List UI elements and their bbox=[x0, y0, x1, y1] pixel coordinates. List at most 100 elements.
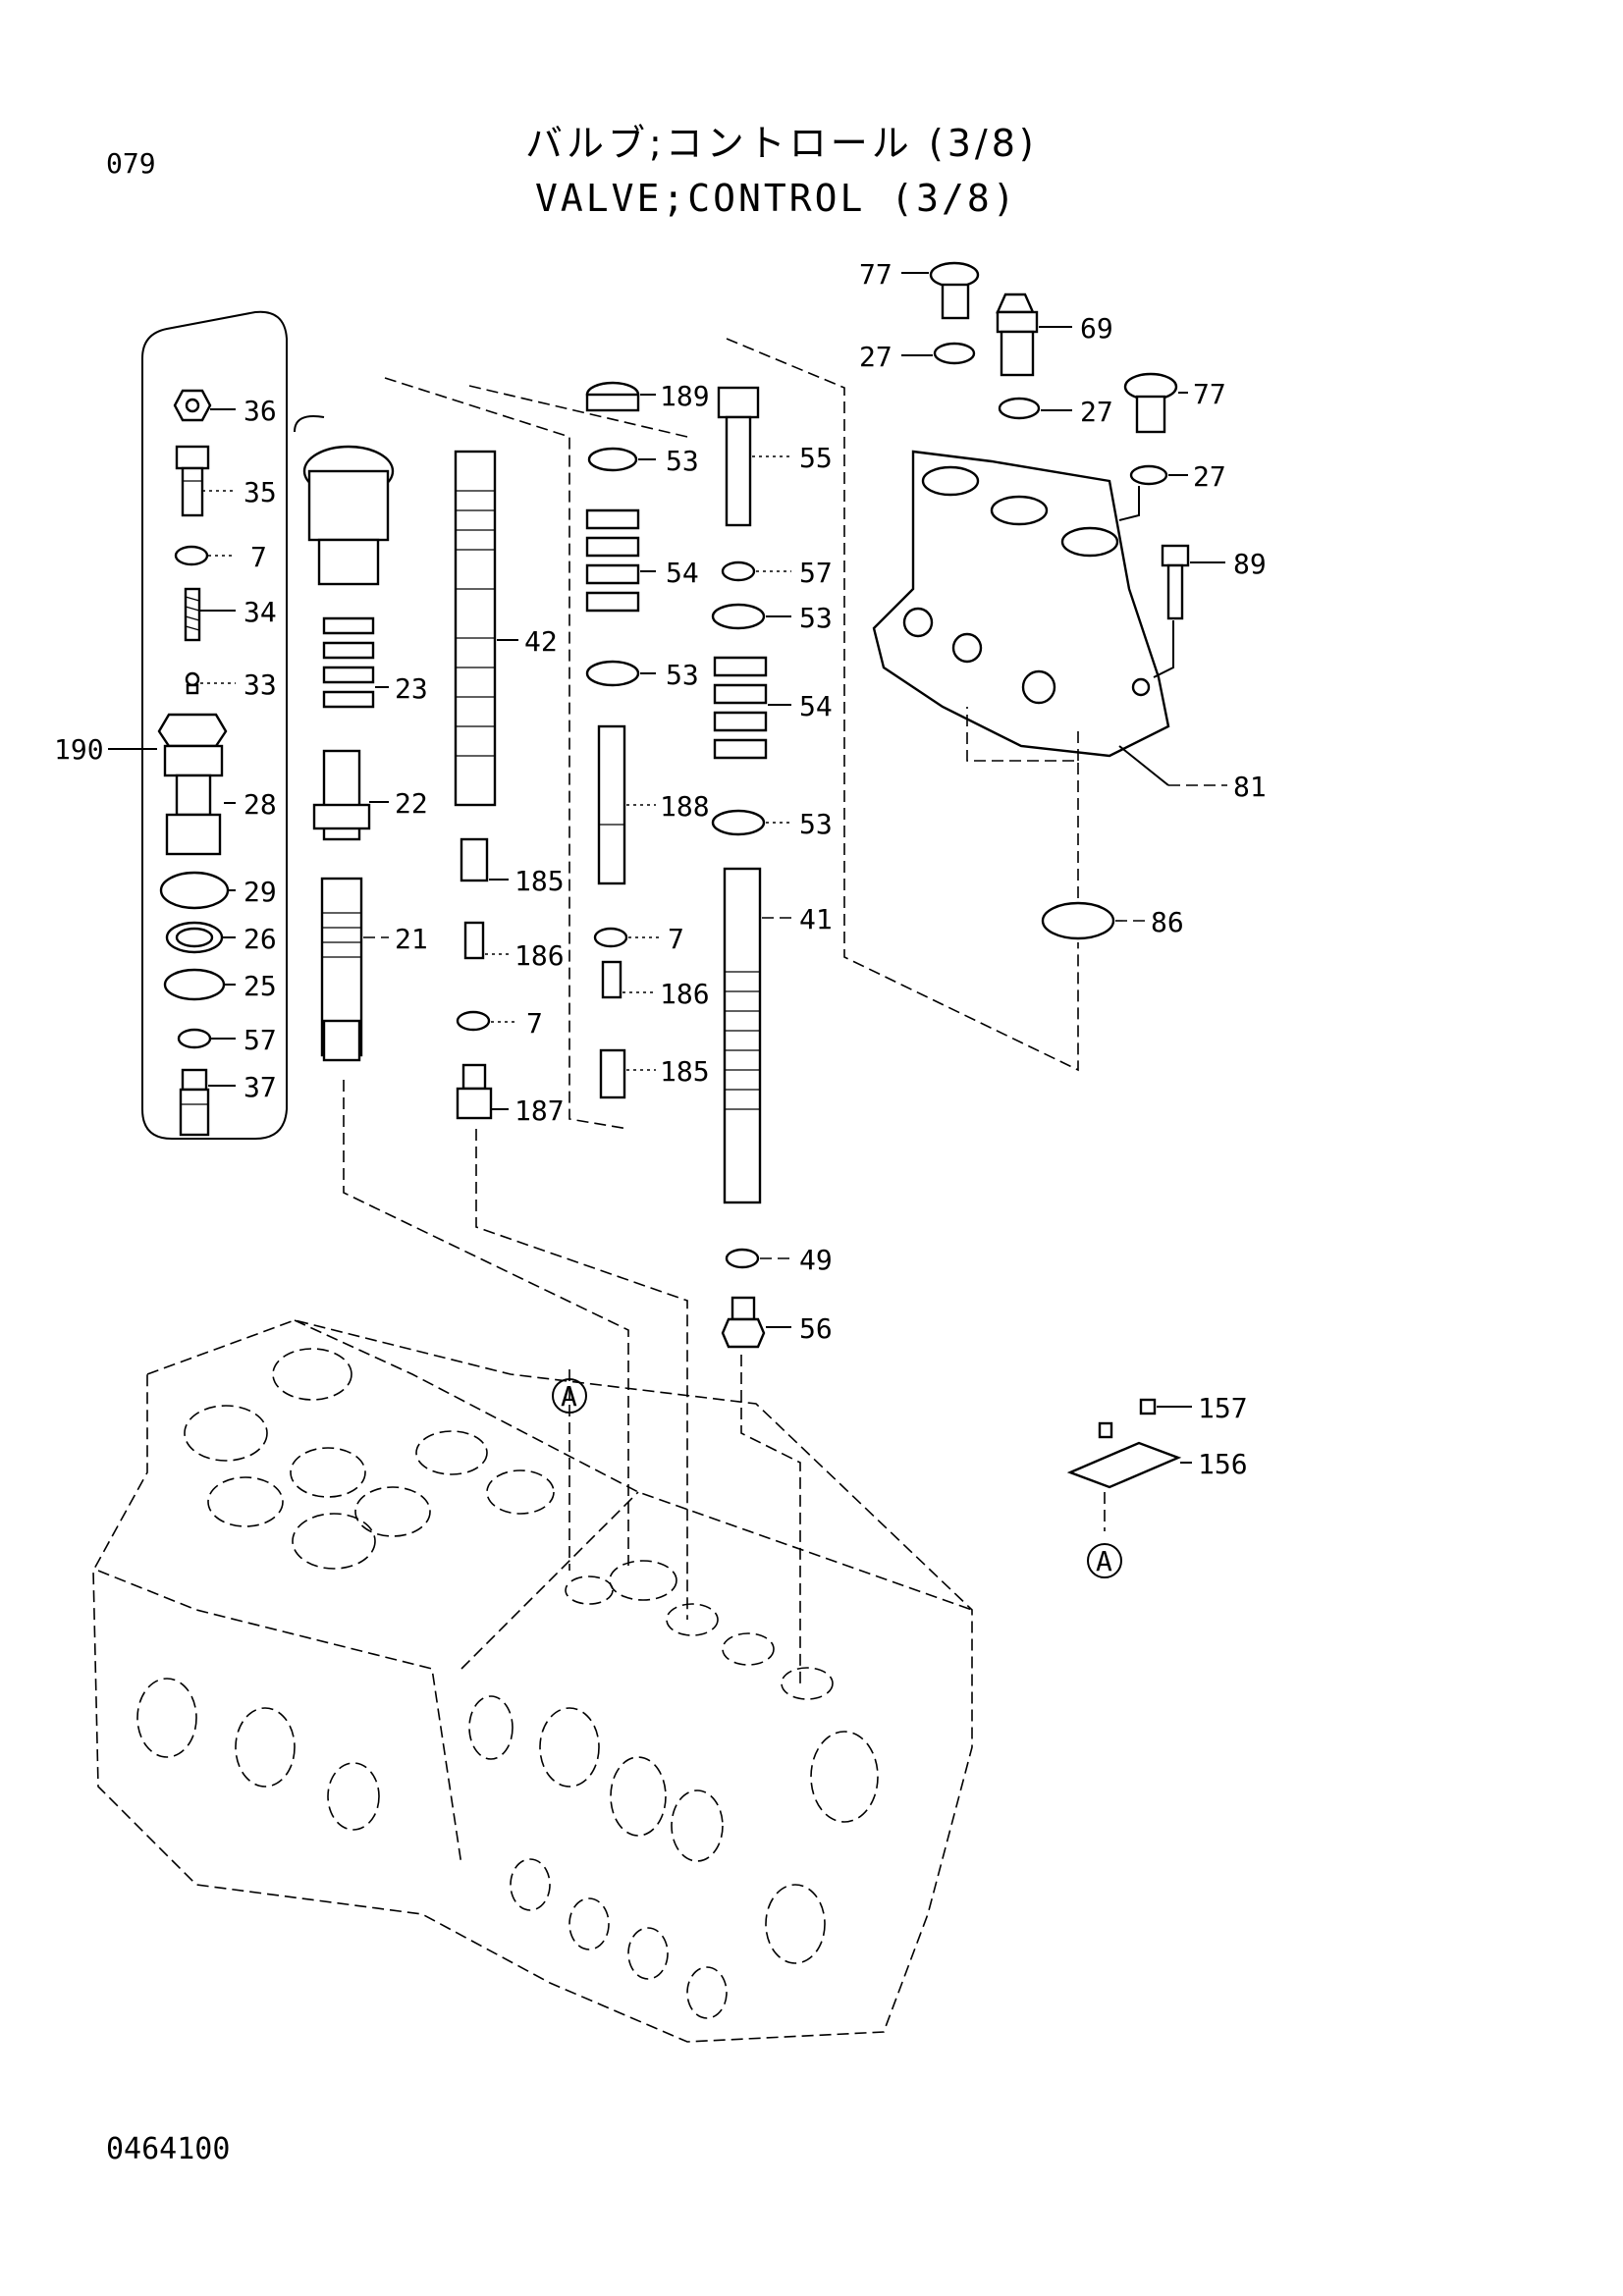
part-cap-assembly bbox=[294, 415, 395, 586]
callout-group: 36 35 7 34 33 190 28 29 26 25 57 37 23 2… bbox=[54, 258, 1267, 1480]
callout-86: 86 bbox=[1151, 906, 1184, 938]
valve-body bbox=[92, 1319, 973, 2043]
callout-41: 41 bbox=[799, 903, 833, 935]
callout-189: 189 bbox=[660, 380, 710, 412]
callout-185-a: 185 bbox=[514, 865, 565, 897]
part-ball-33 bbox=[185, 671, 200, 695]
part-seat-53-a bbox=[587, 447, 638, 472]
part-plug-37 bbox=[179, 1068, 210, 1137]
callout-54-b: 54 bbox=[799, 690, 833, 722]
alignment-lines bbox=[343, 338, 1174, 1688]
svg-text:A: A bbox=[561, 1380, 577, 1413]
part-plug-185-b bbox=[599, 1048, 626, 1099]
callout-69: 69 bbox=[1080, 312, 1113, 345]
callout-27-b: 27 bbox=[1080, 396, 1113, 428]
callout-27-a: 27 bbox=[859, 341, 893, 373]
callout-25: 25 bbox=[243, 970, 277, 1002]
callout-81: 81 bbox=[1233, 771, 1267, 803]
part-oring-7-b bbox=[456, 1010, 491, 1032]
part-oring-57-b bbox=[721, 561, 756, 582]
drawing-number: 0464100 bbox=[106, 2132, 231, 2166]
part-oring-25 bbox=[163, 968, 226, 1001]
callout-37: 37 bbox=[243, 1071, 277, 1103]
part-spool-188 bbox=[597, 724, 626, 885]
callout-77-a: 77 bbox=[859, 258, 893, 291]
part-plug-35 bbox=[175, 445, 210, 517]
part-valve-28 bbox=[157, 713, 228, 856]
callout-53-b: 53 bbox=[666, 659, 699, 691]
part-seat-53-d bbox=[711, 809, 766, 836]
callout-49: 49 bbox=[799, 1244, 833, 1276]
callout-56: 56 bbox=[799, 1312, 833, 1345]
svg-text:A: A bbox=[1096, 1545, 1112, 1577]
assembly-190-bracket bbox=[141, 310, 288, 1140]
part-spool-41 bbox=[723, 867, 762, 1204]
part-cover-81 bbox=[872, 450, 1170, 758]
callout-7-b: 7 bbox=[526, 1007, 543, 1040]
part-plug-185-a bbox=[460, 837, 489, 882]
part-spring-186-b bbox=[601, 960, 622, 999]
part-oring-7-a bbox=[174, 545, 209, 566]
reference-marker-a-plate: A bbox=[1087, 1543, 1122, 1578]
callout-22: 22 bbox=[395, 787, 428, 820]
part-plug-56 bbox=[721, 1296, 766, 1349]
part-oring-49 bbox=[725, 1248, 760, 1269]
part-oring-86 bbox=[1041, 901, 1115, 940]
part-oring-27-b bbox=[998, 397, 1041, 420]
part-spring-54-a bbox=[585, 508, 640, 613]
callout-28: 28 bbox=[243, 788, 277, 821]
callout-7-c: 7 bbox=[668, 923, 684, 955]
callout-27-c: 27 bbox=[1193, 460, 1226, 493]
callout-36: 36 bbox=[243, 395, 277, 427]
title-english: VALVE;CONTROL (3/8) bbox=[535, 177, 1018, 220]
callout-42: 42 bbox=[524, 625, 558, 658]
part-plunger-55 bbox=[717, 386, 760, 527]
part-spool-42 bbox=[454, 450, 497, 807]
part-plug-77-a bbox=[929, 261, 980, 320]
callout-187: 187 bbox=[514, 1095, 565, 1127]
part-oring-57-a bbox=[177, 1028, 212, 1049]
callout-26: 26 bbox=[243, 923, 277, 955]
part-seat-53-c bbox=[711, 603, 766, 630]
part-plate-156 bbox=[1066, 1398, 1182, 1489]
title-japanese: バルブ;コントロール (3/8) bbox=[525, 122, 1038, 165]
callout-77-b: 77 bbox=[1193, 378, 1226, 410]
callout-157: 157 bbox=[1198, 1392, 1248, 1424]
part-spring-186-a bbox=[463, 921, 485, 960]
part-spool-22 bbox=[312, 749, 371, 841]
reference-marker-a-body: A bbox=[552, 1378, 587, 1414]
part-oring-27-c bbox=[1129, 464, 1168, 486]
callout-55: 55 bbox=[799, 442, 833, 474]
callout-35: 35 bbox=[243, 476, 277, 508]
callout-34: 34 bbox=[243, 596, 277, 628]
callout-190: 190 bbox=[54, 733, 104, 766]
callout-54-a: 54 bbox=[666, 557, 699, 589]
part-ring-26 bbox=[165, 921, 224, 954]
part-plug-187 bbox=[456, 1063, 493, 1120]
part-relief-69 bbox=[996, 293, 1039, 377]
part-oring-27-a bbox=[933, 342, 976, 365]
callout-185-b: 185 bbox=[660, 1055, 710, 1088]
part-spring-54-b bbox=[713, 656, 768, 760]
callout-33: 33 bbox=[243, 668, 277, 701]
callout-188: 188 bbox=[660, 790, 710, 823]
part-spring-23 bbox=[322, 616, 375, 709]
callout-57-b: 57 bbox=[799, 557, 833, 589]
callout-53-a: 53 bbox=[666, 445, 699, 477]
callout-89: 89 bbox=[1233, 548, 1267, 580]
callout-29: 29 bbox=[243, 876, 277, 908]
callout-21: 21 bbox=[395, 923, 428, 955]
callout-23: 23 bbox=[395, 672, 428, 705]
part-cap-189 bbox=[585, 381, 640, 412]
part-bolt-89 bbox=[1161, 544, 1190, 620]
part-oring-29 bbox=[159, 871, 230, 910]
callout-53-d: 53 bbox=[799, 808, 833, 840]
part-plug-77-b bbox=[1123, 372, 1178, 434]
callout-53-c: 53 bbox=[799, 602, 833, 634]
part-spring-34 bbox=[184, 587, 201, 642]
callout-186-b: 186 bbox=[660, 978, 710, 1010]
callout-57-a: 57 bbox=[243, 1024, 277, 1056]
callout-7-a: 7 bbox=[250, 541, 267, 573]
callout-186-a: 186 bbox=[514, 939, 565, 972]
